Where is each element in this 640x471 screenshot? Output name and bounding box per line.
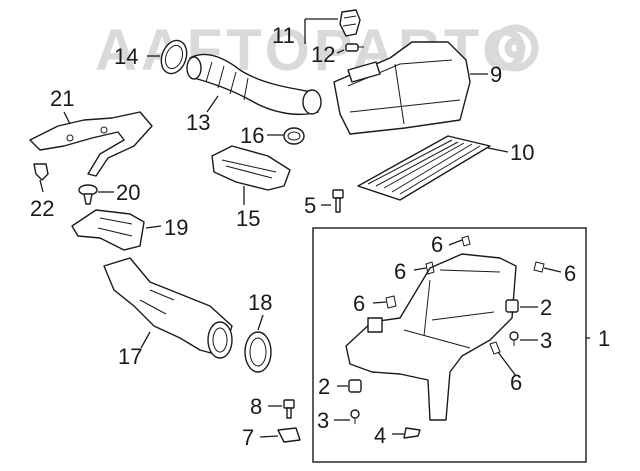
callout-14: 14: [114, 44, 138, 69]
callout-21: 21: [50, 86, 74, 111]
callout-20: 20: [116, 180, 140, 205]
callout-19: 19: [164, 215, 188, 240]
callout-12: 12: [311, 42, 335, 67]
part-3-screw-right: [509, 331, 519, 346]
part-15-duct-cover: [211, 145, 291, 191]
callout-7: 7: [242, 425, 254, 450]
part-7-nut: [277, 427, 301, 443]
part-3-screw-left: [350, 409, 360, 424]
part-1-air-cleaner-case: [345, 253, 517, 421]
callout-labels: 14 11 12 9 13 21 16 10 22 20 15 5 19 18 …: [30, 23, 610, 450]
callout-1: 1: [598, 326, 610, 351]
callout-3-left: 3: [317, 408, 329, 433]
callout-10: 10: [510, 140, 534, 165]
callout-13: 13: [186, 110, 210, 135]
callout-2-left: 2: [318, 374, 330, 399]
part-12-screw: [345, 43, 364, 52]
callout-6-left: 6: [353, 291, 365, 316]
part-9-air-cleaner-cover: [333, 41, 471, 135]
part-20-push-clip: [78, 184, 98, 205]
callout-8: 8: [250, 394, 262, 419]
callout-5: 5: [304, 193, 316, 218]
part-14-hose-clamp: [160, 39, 188, 75]
part-10-air-filter: [357, 135, 491, 201]
part-4-grommet: [403, 427, 421, 439]
callout-18: 18: [248, 290, 272, 315]
callout-6-bottom: 6: [510, 370, 522, 395]
callout-6-right: 6: [564, 261, 576, 286]
callout-9: 9: [490, 62, 502, 87]
part-21-bracket: [29, 111, 153, 177]
leader-lines: [39, 18, 590, 438]
callout-6-upper-left: 6: [394, 259, 406, 284]
callout-3-right: 3: [540, 328, 552, 353]
callout-15: 15: [236, 206, 260, 231]
part-13-intake-duct: [186, 53, 322, 115]
part-2-grommet-left: [348, 379, 362, 393]
part-22-clip: [33, 163, 49, 181]
part-5-bolt: [332, 189, 344, 213]
part-16-clamp: [283, 127, 305, 145]
part-8-bolt: [283, 399, 295, 419]
part-17-lower-duct: [103, 257, 233, 359]
callout-2-right: 2: [540, 295, 552, 320]
callout-22: 22: [30, 196, 54, 221]
assembly-box: [312, 227, 587, 463]
part-19-resonator: [71, 209, 145, 251]
part-18-clamp-ring: [244, 331, 272, 373]
callout-4: 4: [374, 423, 386, 448]
callout-16: 16: [240, 123, 264, 148]
callout-17: 17: [118, 344, 142, 369]
callout-11: 11: [272, 23, 295, 48]
part-6-clips: [385, 235, 545, 355]
part-2-grommet-right: [505, 299, 519, 313]
callout-6-top: 6: [431, 232, 443, 257]
part-11-sensor: [339, 9, 361, 37]
